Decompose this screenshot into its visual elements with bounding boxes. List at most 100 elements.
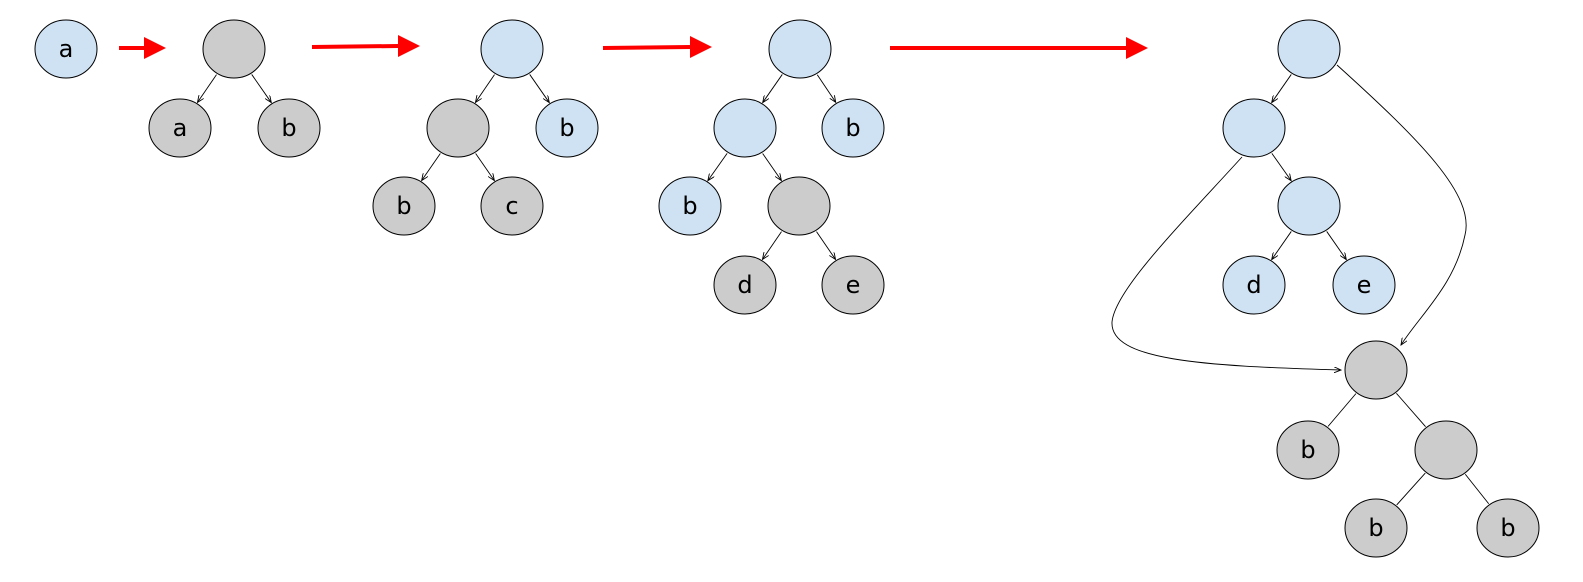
- edge: [762, 153, 782, 180]
- node-circle: [1332, 255, 1396, 315]
- tree-node: [1277, 176, 1341, 236]
- edge: [816, 231, 835, 260]
- node-circle: [535, 98, 599, 158]
- tree-node: [713, 98, 777, 158]
- node-circle: [1222, 255, 1286, 315]
- edge: [422, 153, 441, 180]
- tree-node: d: [713, 255, 777, 315]
- transition-arrow: [119, 37, 166, 59]
- tree-node: b: [535, 98, 599, 158]
- transition-arrow: [890, 37, 1148, 59]
- transition-arrow-head: [690, 36, 712, 58]
- edge: [1336, 64, 1467, 345]
- node-label: b: [1500, 514, 1515, 542]
- node-circle: [480, 19, 544, 79]
- node-label: a: [173, 114, 188, 142]
- node-label: d: [737, 271, 752, 299]
- node-circle: [148, 98, 212, 158]
- node-circle: [372, 176, 436, 236]
- tree-node: d: [1222, 255, 1286, 315]
- tree-node: [202, 19, 266, 79]
- tree-node: b: [1344, 498, 1408, 558]
- node-circle: [1276, 420, 1340, 480]
- tree-node: b: [372, 176, 436, 236]
- edge: [708, 153, 728, 180]
- node-circle: [821, 255, 885, 315]
- nodes: a a b b b c b b d e d e b b b: [34, 19, 1540, 558]
- edges: [197, 64, 1490, 506]
- transition-arrow-head: [398, 35, 420, 57]
- tree-node: c: [480, 176, 544, 236]
- node-label: d: [1246, 271, 1261, 299]
- node-circle: [426, 98, 490, 158]
- tree-node: [1222, 98, 1286, 158]
- node-circle: [1277, 19, 1341, 79]
- tree-node: a: [148, 98, 212, 158]
- tree-node: b: [821, 98, 885, 158]
- node-circle: [713, 255, 777, 315]
- transition-arrows: [119, 35, 1148, 59]
- edge: [251, 74, 272, 102]
- edge: [1396, 393, 1426, 427]
- node-circle: [1344, 498, 1408, 558]
- node-circle: [1476, 498, 1540, 558]
- edge: [1272, 231, 1292, 259]
- tree-node: b: [257, 98, 321, 158]
- tree-node: [1344, 340, 1408, 400]
- node-circle: [202, 19, 266, 79]
- edge: [1271, 153, 1291, 180]
- tree-node: e: [821, 255, 885, 315]
- node-label: e: [1357, 271, 1372, 299]
- node-circle: [1414, 420, 1478, 480]
- node-circle: [821, 98, 885, 158]
- node-label: c: [505, 192, 518, 220]
- node-label: b: [1368, 514, 1383, 542]
- node-circle: [257, 98, 321, 158]
- tree-node: [1414, 420, 1478, 480]
- tree-node: [426, 98, 490, 158]
- node-label: b: [559, 114, 574, 142]
- node-label: b: [682, 192, 697, 220]
- node-circle: [1344, 340, 1408, 400]
- edge: [1111, 156, 1341, 370]
- transition-arrow: [311, 35, 420, 57]
- node-label: e: [846, 271, 861, 299]
- edge: [475, 74, 495, 103]
- transition-arrow-shaft: [311, 44, 399, 49]
- node-circle: [480, 176, 544, 236]
- edge: [197, 74, 217, 103]
- node-label: b: [281, 114, 296, 142]
- edge: [1396, 472, 1426, 506]
- tree-node: b: [1476, 498, 1540, 558]
- transition-arrow-shaft: [602, 45, 691, 50]
- node-label: b: [396, 192, 411, 220]
- tree-node: [1277, 19, 1341, 79]
- edge: [1326, 231, 1347, 259]
- transition-arrow-head: [144, 37, 166, 59]
- node-circle: [768, 19, 832, 79]
- transition-arrow-head: [1126, 37, 1148, 59]
- node-label: b: [845, 114, 860, 142]
- node-label: b: [1300, 436, 1315, 464]
- tree-node: a: [34, 19, 98, 79]
- tree-node: e: [1332, 255, 1396, 315]
- node-circle: [1277, 176, 1341, 236]
- tree-node: [767, 176, 831, 236]
- node-label: a: [59, 35, 74, 63]
- edge: [763, 74, 783, 102]
- node-circle: [713, 98, 777, 158]
- edge: [1464, 473, 1490, 505]
- tree-node: b: [1276, 420, 1340, 480]
- edge: [529, 74, 550, 102]
- node-circle: [767, 176, 831, 236]
- tree-node: [768, 19, 832, 79]
- edge: [816, 74, 835, 103]
- edge: [762, 231, 782, 260]
- edge: [475, 153, 495, 180]
- node-circle: [658, 176, 722, 236]
- edge: [1327, 393, 1357, 427]
- node-circle: [34, 19, 98, 79]
- edge: [1272, 74, 1292, 102]
- tree-node: [480, 19, 544, 79]
